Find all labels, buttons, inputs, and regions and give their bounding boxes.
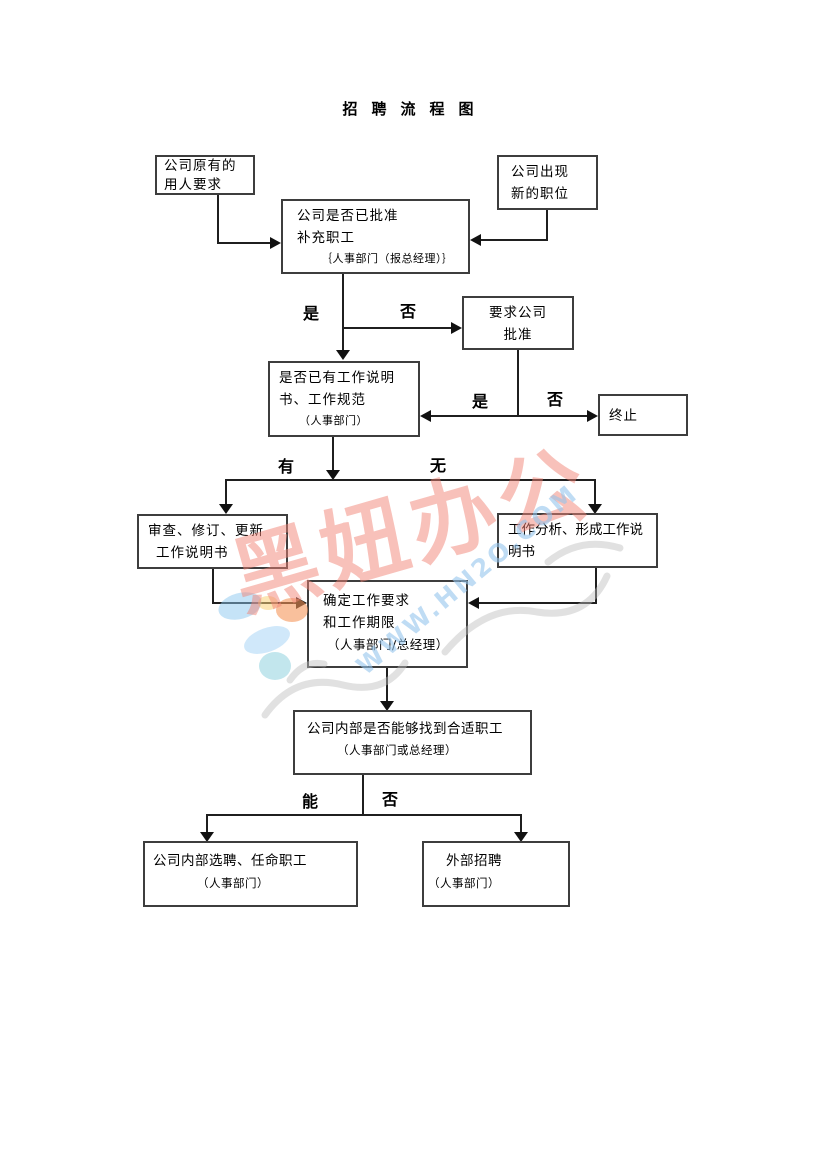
arrowhead-down-icon xyxy=(380,701,394,711)
connector-existing-needs-down xyxy=(217,195,219,244)
connector-existing-needs-right xyxy=(217,242,270,244)
node-line: 书、工作规范 xyxy=(279,392,366,408)
connector-cannot-drop xyxy=(520,814,522,832)
arrowhead-right-icon xyxy=(451,322,462,334)
connector-none-drop xyxy=(594,479,596,504)
node-note: （人事部门） xyxy=(197,876,269,890)
node-line: 要求公司 xyxy=(489,305,547,321)
node-approve-supplement: 公司是否已批准 补充职工 ｛人事部门（报总经理）｝ xyxy=(281,199,470,274)
arrowhead-down-icon xyxy=(326,470,340,480)
arrowhead-down-icon xyxy=(219,504,233,514)
connector-review-down xyxy=(212,569,214,604)
node-has-job-description: 是否已有工作说明 书、工作规范 （人事部门） xyxy=(268,361,420,437)
node-line: 公司内部选聘、任命职工 xyxy=(153,853,307,869)
arrowhead-left-icon xyxy=(468,597,479,609)
node-note: （人事部门） xyxy=(428,876,500,890)
connector-can-cannot-branch xyxy=(206,814,522,816)
node-line: 公司是否已批准 xyxy=(297,208,399,224)
node-line: 审查、修订、更新 xyxy=(148,523,264,539)
arrowhead-right-icon xyxy=(270,237,281,249)
connector-have-drop xyxy=(225,479,227,504)
node-review-update: 审查、修订、更新 工作说明书 xyxy=(137,514,288,569)
node-line: 和工作期限 xyxy=(323,615,396,631)
node-note: （人事部门） xyxy=(299,414,368,427)
arrowhead-down-icon xyxy=(336,350,350,360)
node-line: 工作说明书 xyxy=(156,545,229,561)
connector-analysis-down xyxy=(595,568,597,604)
watermark-dot-teal-icon xyxy=(259,652,291,680)
node-line: 明书 xyxy=(508,544,535,560)
connector-define-down xyxy=(386,668,388,701)
arrowhead-right-icon xyxy=(296,597,307,609)
node-line: 公司内部是否能够找到合适职工 xyxy=(307,721,503,737)
connector-jobdesc-down xyxy=(332,437,334,470)
connector-approve-down xyxy=(342,274,344,350)
branch-label-can: 能 xyxy=(302,792,319,811)
node-line: 外部招聘 xyxy=(446,853,502,869)
node-new-position: 公司出现 新的职位 xyxy=(497,155,598,210)
node-line: 工作分析、形成工作说 xyxy=(508,522,643,538)
node-note: ｛人事部门（报总经理）｝ xyxy=(321,252,454,265)
branch-label-no-2: 否 xyxy=(547,390,564,409)
connector-request-approval-branch xyxy=(431,415,587,417)
branch-label-cannot: 否 xyxy=(382,790,399,809)
connector-request-approval-down xyxy=(517,350,519,416)
node-internal-candidates: 公司内部是否能够找到合适职工 （人事部门或总经理） xyxy=(293,710,532,775)
watermark-dot-blue-icon xyxy=(215,587,265,625)
arrowhead-down-icon xyxy=(514,832,528,842)
node-job-analysis: 工作分析、形成工作说 明书 xyxy=(497,513,658,568)
node-terminate: 终止 xyxy=(598,394,688,436)
node-line: 用人要求 xyxy=(164,177,222,193)
connector-can-drop xyxy=(206,814,208,832)
connector-analysis-left xyxy=(479,602,597,604)
node-internal-hire: 公司内部选聘、任命职工 （人事部门） xyxy=(143,841,358,907)
arrowhead-left-icon xyxy=(470,234,481,246)
branch-label-none: 无 xyxy=(430,456,447,475)
node-line: 终止 xyxy=(609,408,638,424)
connector-new-position-down xyxy=(546,210,548,241)
connector-review-right xyxy=(212,602,296,604)
node-existing-needs: 公司原有的 用人要求 xyxy=(155,155,255,195)
node-note: （人事部门/总经理） xyxy=(327,637,449,652)
node-external-hire: 外部招聘 （人事部门） xyxy=(422,841,570,907)
node-line: 是否已有工作说明 xyxy=(279,370,395,386)
arrowhead-left-icon xyxy=(420,410,431,422)
node-line: 确定工作要求 xyxy=(323,593,410,609)
watermark-dot-blue-icon xyxy=(240,620,294,660)
branch-label-no-1: 否 xyxy=(400,302,417,321)
arrowhead-down-icon xyxy=(200,832,214,842)
node-line: 补充职工 xyxy=(297,230,355,246)
node-line: 公司原有的 xyxy=(164,158,237,174)
connector-have-none-branch xyxy=(225,479,596,481)
node-line: 新的职位 xyxy=(511,186,569,202)
node-line: 公司出现 xyxy=(511,164,569,180)
connector-approve-branch-no xyxy=(342,327,451,329)
connector-internal-candidates-down xyxy=(362,775,364,815)
node-line: 批准 xyxy=(503,327,533,343)
branch-label-have: 有 xyxy=(278,457,295,476)
node-request-approval: 要求公司 批准 xyxy=(462,296,574,350)
branch-label-yes-2: 是 xyxy=(472,392,489,411)
arrowhead-right-icon xyxy=(587,410,598,422)
arrowhead-down-icon xyxy=(588,504,602,514)
page-title: 招聘流程图 xyxy=(342,100,488,118)
branch-label-yes-1: 是 xyxy=(303,304,320,323)
connector-new-position-left xyxy=(481,239,548,241)
node-define-requirements: 确定工作要求 和工作期限 （人事部门/总经理） xyxy=(307,580,468,668)
node-note: （人事部门或总经理） xyxy=(337,743,457,757)
